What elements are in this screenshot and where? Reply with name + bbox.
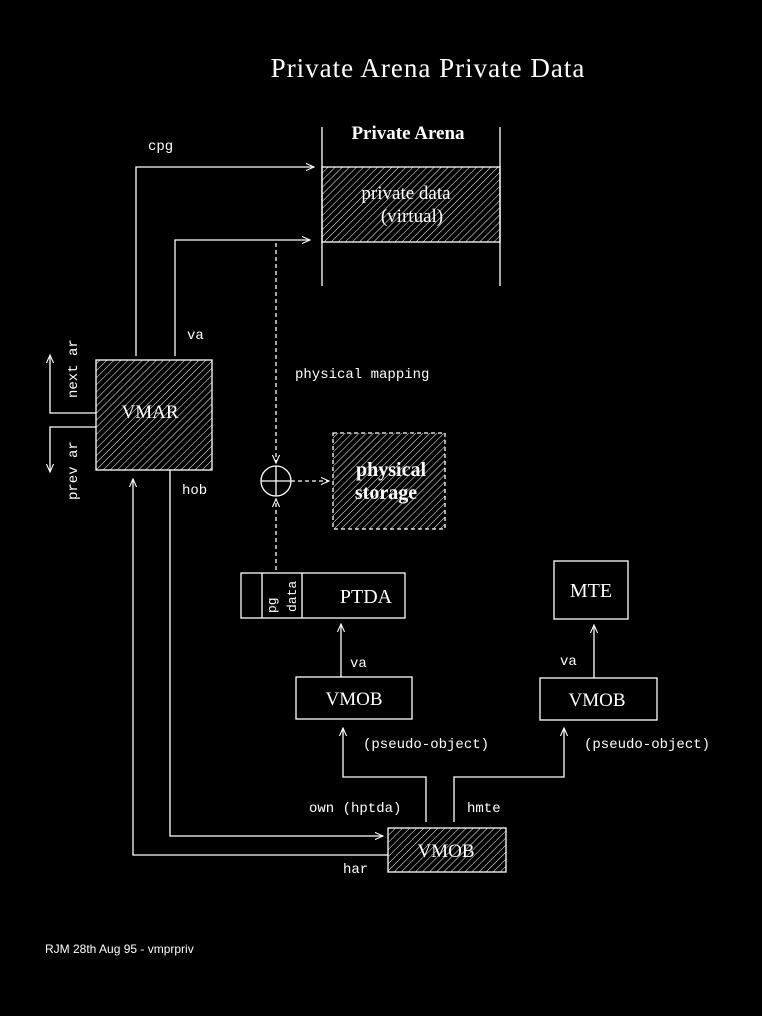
ptda-va-label: va xyxy=(350,656,367,672)
private-data-label: private data xyxy=(361,183,451,204)
vmar-label: VMAR xyxy=(121,402,178,423)
ptda-pg-label: pg xyxy=(265,597,280,613)
physical-mapping-label: physical mapping xyxy=(295,367,429,383)
vmob-left-label: VMOB xyxy=(325,689,382,710)
next-ar-label: next ar xyxy=(66,339,82,398)
ptda-label: PTDA xyxy=(340,586,393,608)
pseudo-object-left-label: (pseudo-object) xyxy=(363,737,489,753)
hmte-arrow xyxy=(453,728,564,822)
har-label: har xyxy=(343,862,368,878)
mte-box xyxy=(553,560,629,620)
vmob-right-label: VMOB xyxy=(568,690,625,711)
vmob-bottom-box xyxy=(387,827,507,873)
prev-ar-label: prev ar xyxy=(66,441,82,500)
prev-ar-arrow xyxy=(50,426,96,472)
va-arrow xyxy=(174,240,310,356)
private-data-region xyxy=(321,166,501,243)
mapping-join-icon xyxy=(260,465,292,497)
private-arena: Private Arena private data (virtual) xyxy=(321,123,501,286)
hmte-label: hmte xyxy=(467,801,501,817)
hob-arrow xyxy=(169,470,383,836)
physical-storage-label-2: storage xyxy=(355,482,417,504)
physical-storage-box xyxy=(332,432,446,530)
mte-va-label: va xyxy=(560,654,577,670)
vmob-left-box xyxy=(295,676,413,720)
private-data-virtual-label: (virtual) xyxy=(381,206,443,227)
vmob-right-box xyxy=(539,677,658,721)
pseudo-object-right-label: (pseudo-object) xyxy=(584,737,710,753)
ptda-box: pg data PTDA xyxy=(240,572,406,619)
physical-storage-label: physical xyxy=(356,459,426,481)
ptda-data-label: data xyxy=(285,581,300,612)
vmar-va-label: va xyxy=(187,328,204,344)
arena-heading: Private Arena xyxy=(351,123,465,144)
har-arrow xyxy=(133,479,388,856)
next-ar-arrow xyxy=(50,355,96,414)
mte-label: MTE xyxy=(570,580,612,602)
page-title: Private Arena Private Data xyxy=(271,53,586,83)
footer-credit: RJM 28th Aug 95 - vmprpriv xyxy=(45,942,194,956)
vmob-bottom-label: VMOB xyxy=(417,841,474,862)
hob-label: hob xyxy=(182,483,207,499)
vmar-box xyxy=(95,359,213,471)
own-label: own (hptda) xyxy=(309,801,401,817)
own-arrow xyxy=(343,728,427,822)
cpg-label: cpg xyxy=(148,139,173,155)
cpg-arrow xyxy=(135,167,314,356)
